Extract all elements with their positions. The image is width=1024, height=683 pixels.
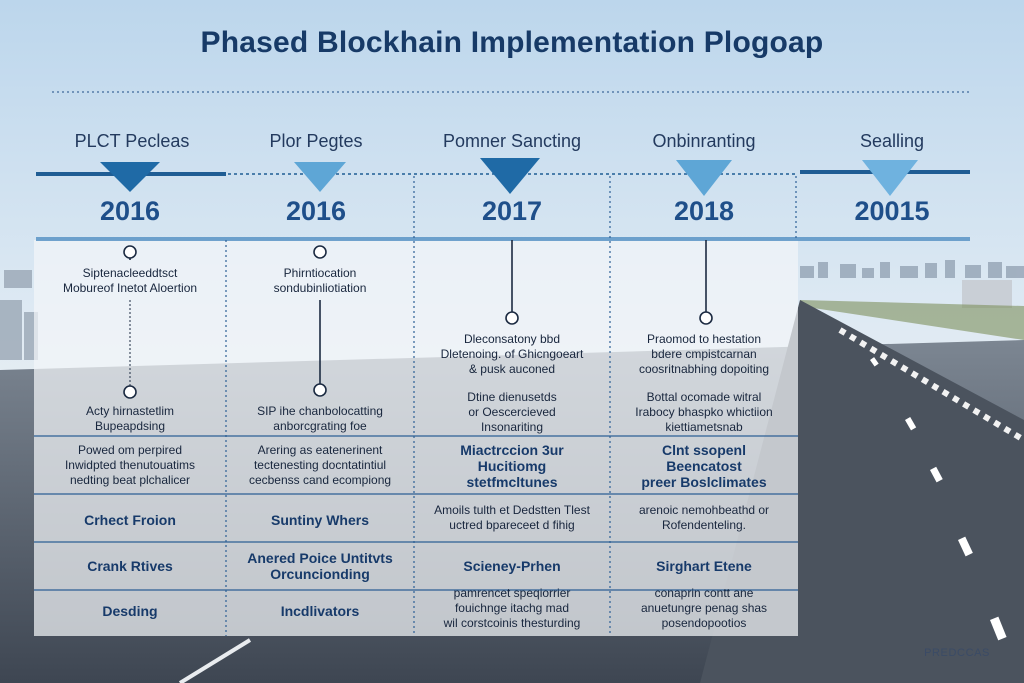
col4-upper-a: Praomod to hestation bdere cmpistcarnan … xyxy=(614,332,794,377)
col2-row3: Anered Poice Untitvts Orcuncionding xyxy=(230,550,410,582)
text-line: nedting beat plchalicer xyxy=(69,473,191,487)
col4-row4: conaprin contt ane anuetungre penag shas… xyxy=(614,586,794,631)
text-line: Crhect Froion xyxy=(84,512,176,528)
lane-markings xyxy=(870,357,1007,641)
text-line: bdere cmpistcarnan xyxy=(651,347,757,361)
city-skyline-right xyxy=(800,260,1024,278)
col1-upper-b: Acty hirnastetlim Bupeapdsing xyxy=(40,404,220,434)
col2-upper-a: Phirntiocation sondubinliotiation xyxy=(230,266,410,296)
phase-name-2: Plor Pegtes xyxy=(269,131,363,151)
col1-row4: Desding xyxy=(40,603,220,619)
text-line: coosritnabhing dopoiting xyxy=(638,362,770,376)
connector-nodes xyxy=(123,240,713,399)
text-line: preer Boslclimates xyxy=(641,474,767,490)
col1-row2: Crhect Froion xyxy=(40,512,220,528)
text-line: Hucitiomg xyxy=(477,458,547,474)
col4-row1: Clnt ssopenl Beencatost preer Boslclimat… xyxy=(614,442,794,490)
col2-row2: Suntiny Whers xyxy=(230,512,410,528)
text-line: Rofendenteling. xyxy=(661,518,747,532)
text-line: Amoils tulth et Dedstten Tlest xyxy=(434,503,590,517)
col2-upper-b: SIP ihe chanbolocatting anborcgrating fo… xyxy=(230,404,410,434)
text-line: Bupeapdsing xyxy=(94,419,166,433)
text-line: Dtine dienusetds xyxy=(467,390,557,404)
text-line: Siptenacleeddtsct xyxy=(82,266,178,280)
text-line: tectenesting docntatintiul xyxy=(253,458,387,472)
text-line: Anered Poice Untitvts xyxy=(247,550,393,566)
building-right xyxy=(962,280,1012,308)
text-line: SIP ihe chanbolocatting xyxy=(257,404,383,418)
phase-year-3: 2017 xyxy=(481,196,543,226)
text-line: Suntiny Whers xyxy=(270,512,369,528)
text-line: Orcuncionding xyxy=(270,566,370,582)
page-title: Phased Blockhain Implementation Plogoap xyxy=(200,26,824,59)
text-line: posendopootios xyxy=(661,616,747,630)
col2-row4: Incdlivators xyxy=(230,603,410,619)
text-line: fouichnge itachg mad xyxy=(454,601,570,615)
text-line: conaprin contt ane xyxy=(654,586,754,600)
text-line: anborcgrating foe xyxy=(273,419,367,433)
text-line: Crank Rtives xyxy=(87,558,173,574)
phase-name-4: Onbinranting xyxy=(652,131,756,151)
text-line: arenoic nemohbeathd or xyxy=(638,503,770,517)
col1-upper-a: Siptenacleeddtsct Mobureof Inetot Aloert… xyxy=(40,266,220,296)
col3-upper-b: Dtine dienusetds or Oescercieved Insonar… xyxy=(418,390,606,435)
col4-upper-b: Bottal ocomade witral Irabocy bhaspko wh… xyxy=(614,390,794,435)
text-line: kiettiametsnab xyxy=(665,420,743,434)
col2-row1: Arering as eatenerinent tectenesting doc… xyxy=(230,443,410,488)
watermark: PREDCCAS xyxy=(924,647,990,659)
text-line: cecbenss cand ecompiong xyxy=(248,473,392,487)
text-line: uctred bpareceet d fihig xyxy=(449,518,575,532)
col3-row1: Miactrccion 3ur Hucitiomg stetfmcltunes xyxy=(418,442,606,490)
text-line: sondubinliotiation xyxy=(273,281,367,295)
col4-row2: arenoic nemohbeathd or Rofendenteling. xyxy=(614,503,794,533)
phase-year-4: 2018 xyxy=(673,196,735,226)
col3-row4: pamrencet speqiorrier fouichnge itachg m… xyxy=(418,586,606,631)
text-line: Acty hirnastetlim xyxy=(85,404,175,418)
text-line: stetfmcltunes xyxy=(466,474,558,490)
text-line: or Oescercieved xyxy=(468,405,556,419)
row-separators xyxy=(34,435,798,591)
col3-row2: Amoils tulth et Dedstten Tlest uctred bp… xyxy=(418,503,606,533)
text-line: pamrencet speqiorrier xyxy=(453,586,571,600)
text-line: anuetungre penag shas xyxy=(640,601,768,615)
phase-name-1: PLCT Pecleas xyxy=(74,131,190,151)
text-line: Desding xyxy=(102,603,158,619)
text-line: Incdlivators xyxy=(280,603,360,619)
text-line: Praomod to hestation xyxy=(646,332,762,346)
text-line: Phirntiocation xyxy=(283,266,357,280)
text-line: Beencatost xyxy=(666,458,742,474)
text-line: Scieney-Prhen xyxy=(463,558,561,574)
phase-year-5: 20015 xyxy=(854,196,930,226)
col3-row3: Scieney-Prhen xyxy=(418,558,606,574)
text-line: Insonariting xyxy=(480,420,544,434)
column-separators xyxy=(225,176,797,636)
text-line: & pusk auconed xyxy=(468,362,556,376)
text-line: Clnt ssopenl xyxy=(661,442,746,458)
phase-year-1: 2016 xyxy=(99,196,161,226)
col1-row3: Crank Rtives xyxy=(40,558,220,574)
col3-upper-a: Dleconsatony bbd Dletenoing. of Ghicngoe… xyxy=(418,332,606,377)
phase-marker-icons xyxy=(100,158,918,196)
text-line: Sirghart Etene xyxy=(656,558,752,574)
frosted-panel xyxy=(34,240,798,636)
text-line: Dleconsatony bbd xyxy=(463,332,561,346)
text-line: Powed om perpired xyxy=(77,443,183,457)
text-line: Mobureof Inetot Aloertion xyxy=(62,281,198,295)
text-line: Arering as eatenerinent xyxy=(257,443,383,457)
year-underline-bar xyxy=(36,237,970,241)
text-line: Inwidpted thenutouatims xyxy=(64,458,196,472)
text-line: Dletenoing. of Ghicngoeart xyxy=(440,347,584,361)
col4-row3: Sirghart Etene xyxy=(614,558,794,574)
phase-year-2: 2016 xyxy=(285,196,347,226)
phase-name-3: Pomner Sancting xyxy=(442,131,582,151)
text-line: wil corstcoinis thesturding xyxy=(443,616,581,630)
text-line: Irabocy bhaspko whictiion xyxy=(635,405,773,419)
phase-name-5: Sealling xyxy=(859,131,925,151)
text-line: Bottal ocomade witral xyxy=(646,390,762,404)
text-line: Miactrccion 3ur xyxy=(460,442,564,458)
col1-row1: Powed om perpired Inwidpted thenutouatim… xyxy=(40,443,220,488)
